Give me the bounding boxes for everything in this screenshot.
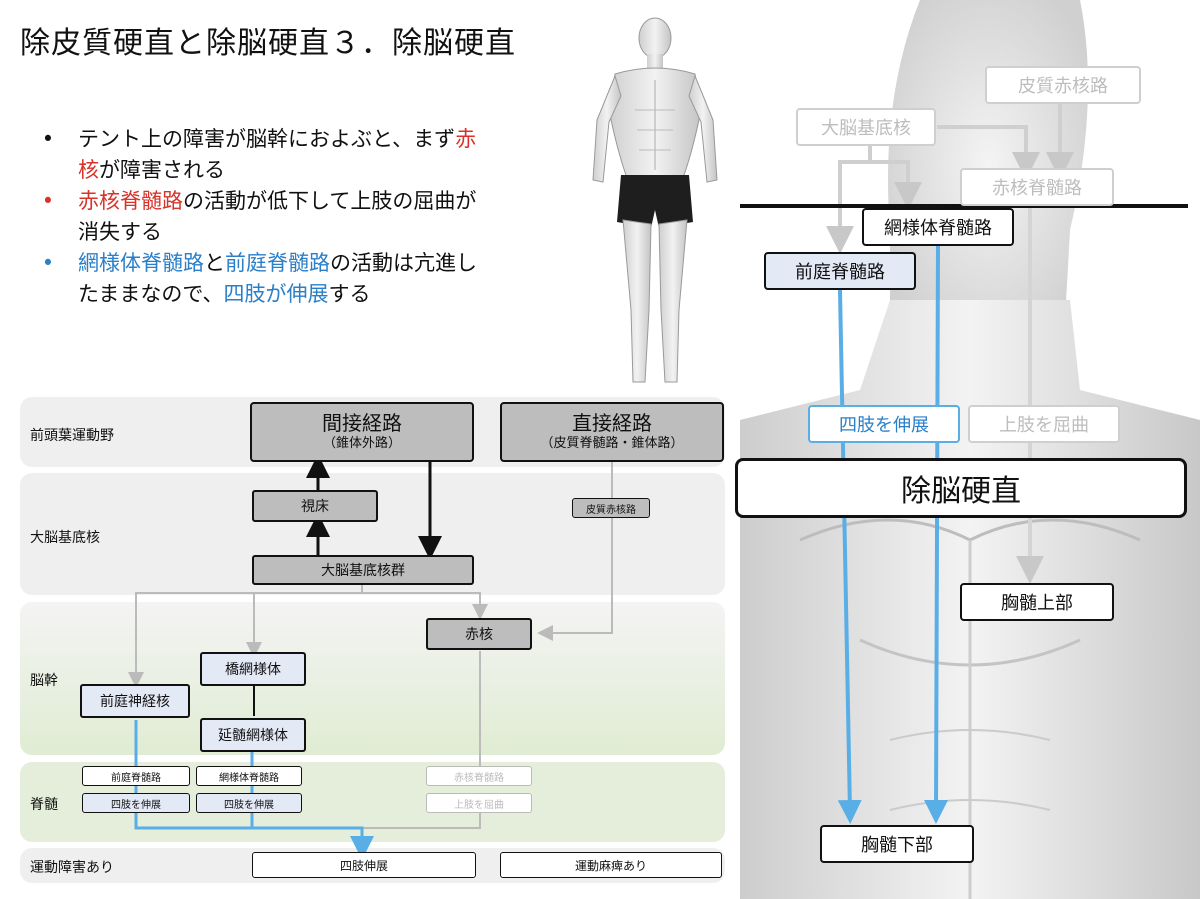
thalamus-box: 視床: [252, 490, 378, 522]
bullet-dot-icon: •: [41, 127, 55, 151]
corticorubral-box: 皮質赤核路: [572, 498, 650, 518]
human-figure-illustration: [592, 17, 718, 383]
upper-thoracic-box: 胸髄上部: [960, 583, 1114, 621]
indirect-pathway-box: 間接経路 （錐体外路）: [250, 402, 474, 462]
bullet-highlight-blue: 四肢が伸展: [223, 282, 329, 306]
bullet-text: する: [328, 282, 371, 306]
label-spinal: 脊髄: [30, 797, 58, 813]
label-motor: 運動障害あり: [30, 860, 114, 876]
bullet-text: が障害される: [99, 158, 225, 182]
direct-subtitle: （皮質脊髄路・錐体路）: [540, 436, 684, 451]
bullet-highlight-red: 赤核脊髄路: [78, 189, 183, 213]
right-pathway-lines: [740, 102, 1188, 824]
upper-limb-flexion-right-box: 上肢を屈曲: [968, 405, 1120, 443]
limb-extension-box-2: 四肢を伸展: [196, 793, 302, 813]
limb-extension-box: 四肢を伸展: [82, 793, 190, 813]
direct-pathway-box: 直接経路 （皮質脊髄路・錐体路）: [500, 402, 724, 462]
indirect-title: 間接経路: [322, 411, 402, 435]
basal-ganglia-group-box: 大脳基底核群: [252, 555, 474, 585]
limb-extension-right-box: 四肢を伸展: [808, 405, 960, 443]
decerebrate-rigidity-box: 除脳硬直: [735, 458, 1187, 518]
bullet-item: • テント上の障害が脳幹におよぶと、まず赤核が障害される: [38, 124, 478, 186]
cortical-rubral-tract-box: 皮質赤核路: [985, 66, 1141, 104]
bullet-text: テント上の障害が脳幹におよぶと、まず: [78, 127, 456, 151]
paralysis-outcome-box: 運動麻痺あり: [500, 852, 722, 878]
upper-limb-flexion-box: 上肢を屈曲: [426, 793, 532, 813]
indirect-subtitle: （錐体外路）: [322, 436, 401, 451]
diagram-connectors: [128, 454, 613, 860]
bullet-dot-icon: •: [41, 251, 55, 275]
bullet-item: • 赤核脊髄路の活動が低下して上肢の屈曲が消失する: [38, 186, 478, 248]
bullet-list: • テント上の障害が脳幹におよぶと、まず赤核が障害される • 赤核脊髄路の活動が…: [38, 124, 478, 310]
bullet-dot-icon: •: [41, 189, 55, 213]
rubrospinal-tract-box: 赤核脊髄路: [426, 766, 532, 786]
pontine-reticular-box: 橋網様体: [200, 652, 306, 686]
direct-title: 直接経路: [572, 411, 652, 435]
bullet-highlight-blue: 前庭脊髄路: [225, 251, 330, 275]
label-brainstem: 脳幹: [30, 673, 58, 689]
limb-extension-outcome-box: 四肢伸展: [252, 852, 476, 878]
reticulospinal-box: 網様体脊髄路: [862, 208, 1014, 246]
bullet-text: の活動は亢進したままなので、: [78, 251, 477, 306]
lower-thoracic-box: 胸髄下部: [820, 825, 974, 863]
bullet-text: と: [204, 251, 225, 275]
vestibular-nucleus-box: 前庭神経核: [80, 684, 190, 718]
reticulospinal-tract-box: 網様体脊髄路: [196, 766, 302, 786]
vestibulospinal-box: 前庭脊髄路: [764, 252, 916, 290]
vestibulospinal-tract-box: 前庭脊髄路: [82, 766, 190, 786]
medullary-reticular-box: 延髄網様体: [200, 718, 306, 752]
bullet-highlight-blue: 網様体脊髄路: [78, 251, 204, 275]
rubrospinal-box: 赤核脊髄路: [960, 168, 1114, 206]
bullet-highlight-red: 赤核: [78, 127, 477, 182]
basal-ganglia-box: 大脳基底核: [796, 108, 936, 146]
label-frontal: 前頭葉運動野: [30, 428, 114, 444]
bullet-item: • 網様体脊髄路と前庭脊髄路の活動は亢進したままなので、四肢が伸展する: [38, 248, 478, 310]
page-title: 除皮質硬直と除脳硬直３．除脳硬直: [20, 26, 516, 61]
red-nucleus-box: 赤核: [426, 618, 532, 650]
label-basal: 大脳基底核: [30, 530, 100, 546]
bullet-text: の活動が低下して上肢の屈曲が消失する: [78, 189, 477, 244]
